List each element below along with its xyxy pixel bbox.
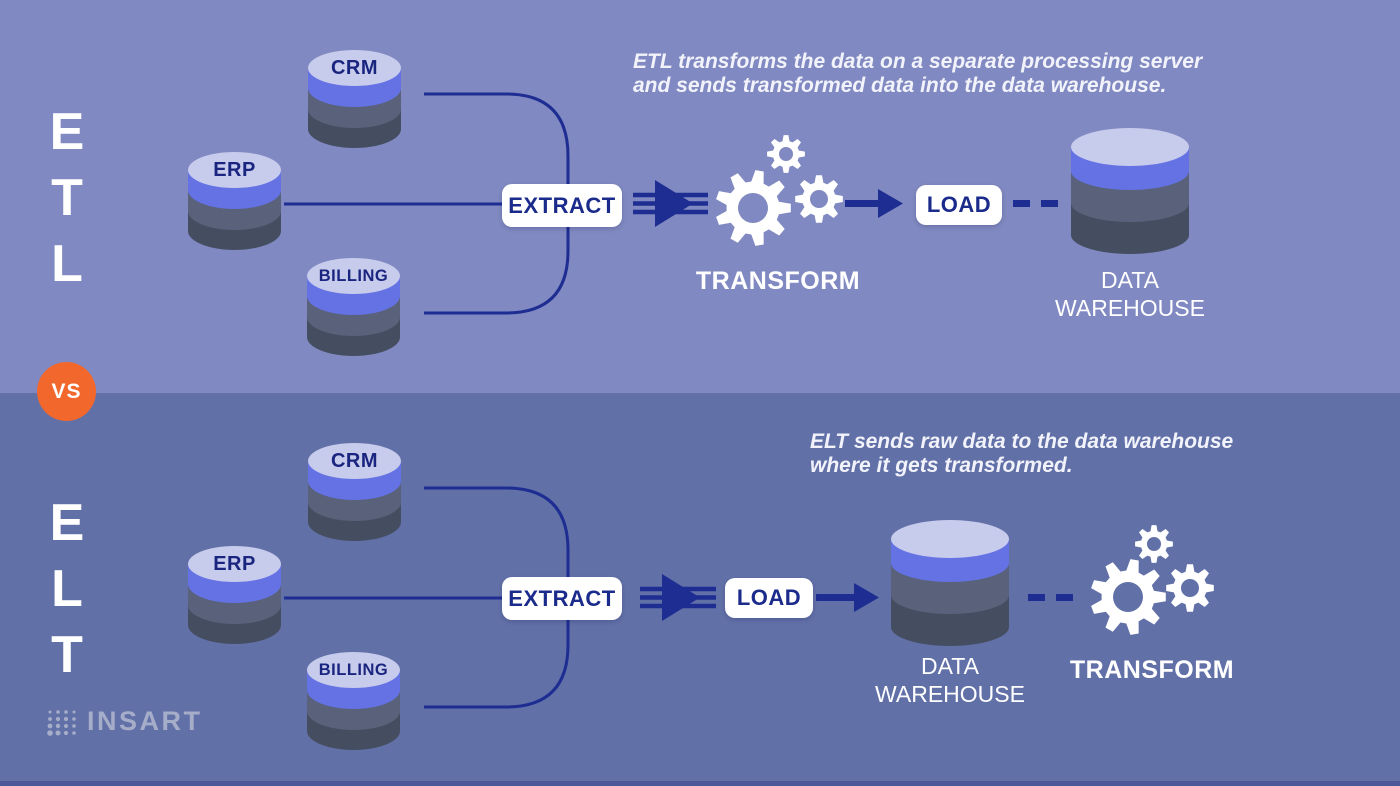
elt-letter: E xyxy=(49,494,85,552)
erp-label: ERP xyxy=(213,553,256,575)
data-warehouse-cylinder xyxy=(891,520,1009,646)
etl-title: E T L xyxy=(44,99,90,297)
insart-logo-icon xyxy=(47,709,76,736)
elt-triple-arrow-icon xyxy=(640,574,716,621)
vs-badge: VS xyxy=(37,362,96,421)
elt-letter: L xyxy=(51,560,83,618)
transform-step-label: TRANSFORM xyxy=(695,267,861,295)
database-cylinder-crm: CRM xyxy=(308,443,401,541)
load-step-badge: LOAD xyxy=(916,185,1002,225)
extract-step-badge: EXTRACT xyxy=(502,184,622,227)
erp-label: ERP xyxy=(213,159,256,181)
elt-arrow-to-warehouse-icon xyxy=(816,583,879,612)
elt-title: E L T xyxy=(44,490,90,688)
etl-section: E T L ETL transforms the data on a separ… xyxy=(44,50,1205,356)
etl-description: ETL transforms the data on a separate pr… xyxy=(633,50,1203,97)
database-cylinder-erp: ERP xyxy=(188,152,281,250)
database-cylinder-crm: CRM xyxy=(308,50,401,148)
billing-label: BILLING xyxy=(318,267,389,285)
database-cylinder-erp: ERP xyxy=(188,546,281,644)
etl-arrow-to-load-icon xyxy=(845,189,903,218)
crm-label: CRM xyxy=(330,450,379,472)
brand-name: INSART xyxy=(87,706,203,736)
etl-letter: L xyxy=(51,235,83,293)
data-warehouse-label: DATA WAREHOUSE xyxy=(1055,267,1205,321)
load-step-badge: LOAD xyxy=(725,578,813,618)
etl-gears-icon xyxy=(716,135,843,246)
etl-letter: E xyxy=(49,103,85,161)
transform-step-label: TRANSFORM xyxy=(1069,656,1235,684)
data-warehouse-label: DATA WAREHOUSE xyxy=(875,653,1025,707)
database-cylinder-billing: BILLING xyxy=(307,258,400,356)
database-cylinder-billing: BILLING xyxy=(307,652,400,750)
elt-description: ELT sends raw data to the data warehouse… xyxy=(810,430,1234,477)
footer-strip xyxy=(0,781,1400,786)
elt-section: E L T ELT sends raw data to the data war… xyxy=(0,394,1400,786)
billing-label: BILLING xyxy=(318,661,389,679)
elt-gears-icon xyxy=(1091,525,1214,635)
elt-letter: T xyxy=(51,626,83,684)
crm-label: CRM xyxy=(330,57,379,79)
extract-step-badge: EXTRACT xyxy=(502,577,622,620)
etl-triple-arrow-icon xyxy=(633,180,708,227)
data-warehouse-cylinder xyxy=(1071,128,1189,254)
etl-letter: T xyxy=(51,169,83,227)
insart-logo: INSART xyxy=(46,706,203,737)
